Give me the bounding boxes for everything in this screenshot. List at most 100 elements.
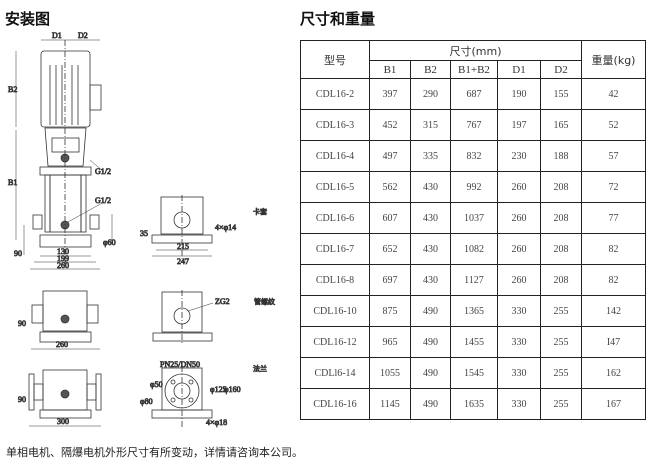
table-cell: CDL16-10 [300, 295, 370, 327]
dim-90b: 90 [18, 319, 26, 328]
table-cell: 165 [540, 109, 582, 141]
table-cell: 230 [497, 140, 541, 172]
header-size: 尺寸(mm) [369, 40, 582, 61]
table-cell: 188 [540, 140, 582, 172]
table-cell: 82 [581, 264, 646, 296]
table-cell: 260 [497, 202, 541, 234]
installation-drawing: D1 D2 B2 B1 G1/2 G1/2 130 199 260 90 φ60… [8, 31, 275, 428]
table-cell: 490 [410, 388, 451, 420]
table-cell: 52 [581, 109, 646, 141]
table-cell: CDL16-2 [300, 78, 370, 110]
subheader-d2: D2 [540, 60, 582, 79]
table-cell: 162 [581, 357, 646, 389]
table-cell: 72 [581, 171, 646, 203]
table-cell: CDL16-4 [300, 140, 370, 172]
dimension-lines [15, 39, 113, 270]
table-cell: 330 [497, 388, 541, 420]
table-cell: 208 [540, 171, 582, 203]
table-cell: 330 [497, 357, 541, 389]
pump-side-view-clamp [151, 195, 213, 262]
table-cell: 430 [410, 233, 451, 265]
label-b2: B2 [8, 85, 17, 94]
table-cell: 430 [410, 171, 451, 203]
size-weight-title: 尺寸和重量 [300, 10, 376, 28]
table-cell: 315 [410, 109, 451, 141]
table-cell: 1365 [450, 295, 498, 327]
table-cell: 330 [497, 326, 541, 358]
table-cell: 607 [369, 202, 411, 234]
table-cell: 875 [369, 295, 411, 327]
table-cell: 1082 [450, 233, 498, 265]
table-cell: 430 [410, 264, 451, 296]
dim-90c: 90 [18, 395, 26, 404]
table-cell: 155 [540, 78, 582, 110]
installation-drawing-title: 安装图 [5, 10, 51, 28]
pump-front-view [32, 40, 102, 265]
dim-phi80: φ80 [140, 397, 153, 406]
table-cell: 490 [410, 295, 451, 327]
table-cell: 497 [369, 140, 411, 172]
table-cell: 255 [540, 357, 582, 389]
label-g-bottom: G1/2 [95, 196, 111, 205]
dim-90: 90 [14, 249, 22, 258]
table-cell: 82 [581, 233, 646, 265]
dim-260b: 260 [56, 340, 68, 349]
table-cell: 260 [497, 171, 541, 203]
dim-199: 199 [57, 254, 69, 263]
dim-260: 260 [57, 261, 69, 270]
table-cell: 335 [410, 140, 451, 172]
dim-phi160: φ160 [224, 385, 241, 394]
pump-front-thread [31, 290, 100, 350]
table-cell: 1145 [369, 388, 411, 420]
label-d1: D1 [52, 31, 62, 40]
dim-phi125: φ125 [210, 385, 227, 394]
label-clamp: 卡套 [253, 207, 267, 216]
header-model: 型号 [300, 40, 370, 79]
header-weight: 重量(kg) [581, 40, 646, 79]
table-cell: 290 [410, 78, 451, 110]
subheader-b1: B1 [369, 60, 411, 79]
pump-side-flange [151, 366, 213, 428]
subheader-b1-plus-b2: B1+B2 [450, 60, 498, 79]
pump-side-thread [152, 290, 214, 345]
table-cell: 208 [540, 264, 582, 296]
label-pn25-dn50: PN25/DN50 [160, 360, 200, 369]
table-cell: CDL16-7 [300, 233, 370, 265]
table-cell: 77 [581, 202, 646, 234]
table-cell: CDL16-16 [300, 388, 370, 420]
label-pipe-thread: 管螺纹 [254, 297, 275, 306]
pump-front-flange [28, 369, 102, 427]
table-cell: 1127 [450, 264, 498, 296]
table-cell: 260 [497, 264, 541, 296]
table-cell: 1635 [450, 388, 498, 420]
table-cell: 167 [581, 388, 646, 420]
table-cell: 142 [581, 295, 646, 327]
subheader-b2: B2 [410, 60, 451, 79]
label-g-top: G1/2 [95, 167, 111, 176]
table-cell: 42 [581, 78, 646, 110]
table-cell: 255 [540, 326, 582, 358]
table-cell: I47 [581, 326, 646, 358]
table-cell: 992 [450, 171, 498, 203]
table-cell: 562 [369, 171, 411, 203]
table-cell: 208 [540, 233, 582, 265]
table-cell: CDL16-8 [300, 264, 370, 296]
dim-phi50: φ50 [150, 380, 163, 389]
table-cell: 1037 [450, 202, 498, 234]
table-cell: 260 [497, 233, 541, 265]
table-cell: 490 [410, 357, 451, 389]
table-cell: 965 [369, 326, 411, 358]
label-b1: B1 [8, 178, 17, 187]
table-cell: 330 [497, 295, 541, 327]
table-cell: CDL16-3 [300, 109, 370, 141]
table-cell: 208 [540, 202, 582, 234]
table-cell: 190 [497, 78, 541, 110]
